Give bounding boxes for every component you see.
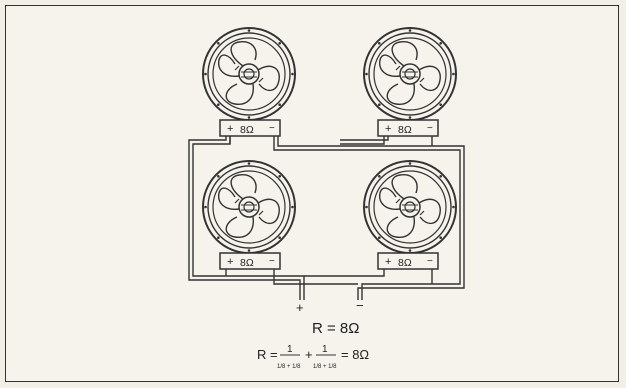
formula-tail: = 8Ω bbox=[341, 347, 369, 362]
parallel-resistance-formula: R = 1 1/8 + 1/8 + 1 1/8 + 1/8 = 8Ω bbox=[257, 344, 369, 370]
plus-label: + bbox=[227, 123, 233, 135]
plus-label: + bbox=[385, 256, 391, 268]
negative-wire bbox=[229, 136, 465, 300]
formula-lead: R = bbox=[257, 347, 278, 362]
minus-label: − bbox=[427, 123, 433, 134]
minus-label: − bbox=[269, 256, 275, 267]
formula-denominator: 1/8 + 1/8 bbox=[277, 364, 301, 370]
speaker-icon bbox=[202, 160, 296, 254]
speaker-icon bbox=[363, 27, 457, 121]
speaker-icon bbox=[202, 27, 296, 121]
result-label: R = 8Ω bbox=[312, 320, 359, 337]
speaker-icon bbox=[363, 160, 457, 254]
diagram-frame bbox=[5, 5, 619, 382]
plus-label: + bbox=[227, 256, 233, 268]
formula-plus: + bbox=[305, 347, 313, 362]
impedance-label: 8Ω bbox=[240, 124, 254, 136]
impedance-label: 8Ω bbox=[398, 124, 412, 136]
minus-label: − bbox=[427, 256, 433, 267]
impedance-label: 8Ω bbox=[240, 257, 254, 269]
formula-numerator: 1 bbox=[322, 344, 328, 355]
negative-terminal: − bbox=[356, 298, 364, 313]
terminal-block bbox=[377, 119, 439, 137]
terminal-block bbox=[219, 119, 281, 137]
formula-numerator: 1 bbox=[287, 344, 293, 355]
minus-label: − bbox=[269, 123, 275, 134]
terminal-block bbox=[377, 252, 439, 270]
impedance-label: 8Ω bbox=[398, 257, 412, 269]
terminal-block bbox=[219, 252, 281, 270]
formula-denominator: 1/8 + 1/8 bbox=[313, 364, 337, 370]
positive-terminal: + bbox=[296, 300, 304, 315]
plus-label: + bbox=[385, 123, 391, 135]
